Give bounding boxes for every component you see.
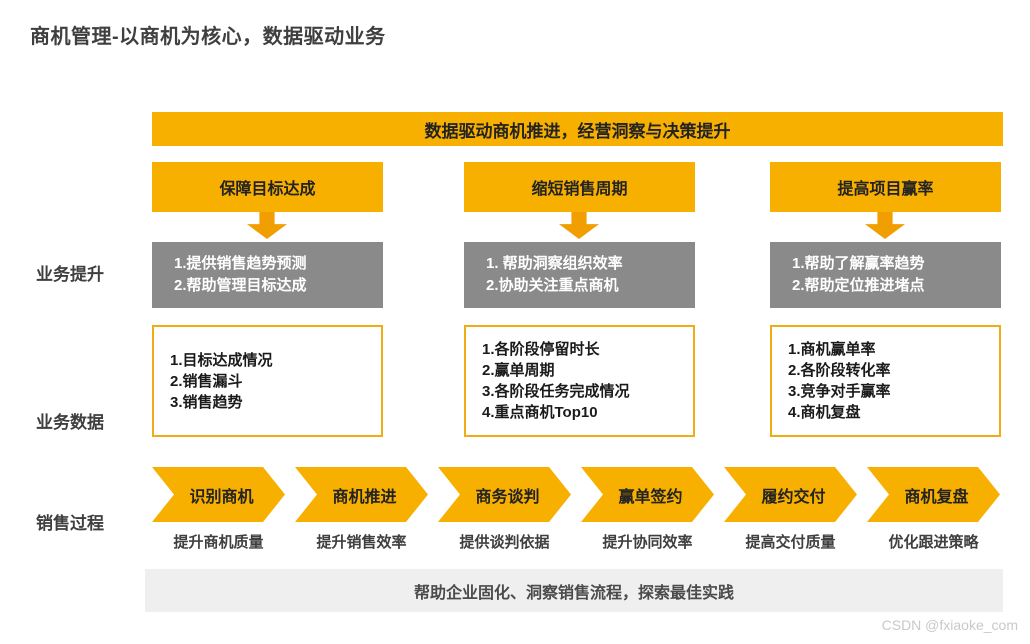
process-stage-identify: 识别商机 bbox=[152, 467, 285, 522]
top-banner: 数据驱动商机推进，经营洞察与决策提升 bbox=[152, 112, 1003, 146]
improvement-box-goal: 1.提供销售趋势预测 2.帮助管理目标达成 bbox=[152, 242, 383, 308]
data-line: 4.重点商机Top10 bbox=[482, 404, 598, 421]
data-box-cycle: 1.各阶段停留时长 2.赢单周期 3.各阶段任务完成情况 4.重点商机Top10 bbox=[464, 325, 695, 437]
down-arrow-icon bbox=[247, 212, 287, 239]
improvement-line: 2.帮助定位推进堵点 bbox=[792, 277, 925, 294]
column-header-winrate: 提高项目赢率 bbox=[770, 162, 1001, 212]
column-header-goal: 保障目标达成 bbox=[152, 162, 383, 212]
row-label-process: 销售过程 bbox=[36, 514, 104, 533]
improvement-line: 1.帮助了解赢率趋势 bbox=[792, 255, 925, 272]
process-stage-review: 商机复盘 bbox=[867, 467, 1000, 522]
improvement-box-winrate: 1.帮助了解赢率趋势 2.帮助定位推进堵点 bbox=[770, 242, 1001, 308]
down-arrow-icon bbox=[559, 212, 599, 239]
data-line: 1.商机赢单率 bbox=[788, 341, 876, 358]
stage-benefit: 提升销售效率 bbox=[316, 534, 407, 551]
data-line: 2.各阶段转化率 bbox=[788, 362, 891, 379]
data-line: 3.销售趋势 bbox=[170, 393, 243, 411]
improvement-line: 2.协助关注重点商机 bbox=[486, 277, 619, 294]
data-line: 2.赢单周期 bbox=[482, 362, 555, 379]
data-line: 2.销售漏斗 bbox=[170, 372, 243, 390]
row-label-data: 业务数据 bbox=[36, 413, 104, 432]
process-stage-negotiate: 商务谈判 bbox=[438, 467, 571, 522]
column-header-cycle: 缩短销售周期 bbox=[464, 162, 695, 212]
footer-banner: 帮助企业固化、洞察销售流程，探索最佳实践 bbox=[145, 569, 1003, 612]
watermark: CSDN @fxiaoke_com bbox=[881, 617, 1018, 633]
top-banner-text: 数据驱动商机推进，经营洞察与决策提升 bbox=[424, 121, 731, 141]
stage-benefit: 提升协同效率 bbox=[602, 534, 693, 551]
process-stage-advance: 商机推进 bbox=[295, 467, 428, 522]
data-line: 4.商机复盘 bbox=[788, 404, 861, 421]
stage-benefit: 优化跟进策略 bbox=[888, 534, 979, 551]
row-label-improvement: 业务提升 bbox=[36, 265, 104, 284]
data-line: 3.竞争对手赢率 bbox=[788, 383, 891, 400]
data-line: 3.各阶段任务完成情况 bbox=[482, 383, 630, 400]
down-arrow-icon bbox=[865, 212, 905, 239]
stage-benefit: 提供谈判依据 bbox=[459, 534, 550, 551]
process-stage-sign: 赢单签约 bbox=[581, 467, 714, 522]
data-line: 1.各阶段停留时长 bbox=[482, 341, 600, 358]
process-stage-deliver: 履约交付 bbox=[724, 467, 857, 522]
improvement-line: 2.帮助管理目标达成 bbox=[174, 277, 307, 294]
stage-benefit: 提升商机质量 bbox=[173, 534, 264, 551]
improvement-line: 1. 帮助洞察组织效率 bbox=[486, 255, 623, 272]
stage-benefit: 提高交付质量 bbox=[745, 534, 836, 551]
page-title: 商机管理-以商机为核心，数据驱动业务 bbox=[30, 26, 386, 48]
data-line: 1.目标达成情况 bbox=[170, 351, 273, 369]
improvement-box-cycle: 1. 帮助洞察组织效率 2.协助关注重点商机 bbox=[464, 242, 695, 308]
improvement-line: 1.提供销售趋势预测 bbox=[174, 255, 307, 272]
footer-banner-text: 帮助企业固化、洞察销售流程，探索最佳实践 bbox=[413, 584, 734, 602]
data-box-winrate: 1.商机赢单率 2.各阶段转化率 3.竞争对手赢率 4.商机复盘 bbox=[770, 325, 1001, 437]
data-box-goal: 1.目标达成情况 2.销售漏斗 3.销售趋势 bbox=[152, 325, 383, 437]
